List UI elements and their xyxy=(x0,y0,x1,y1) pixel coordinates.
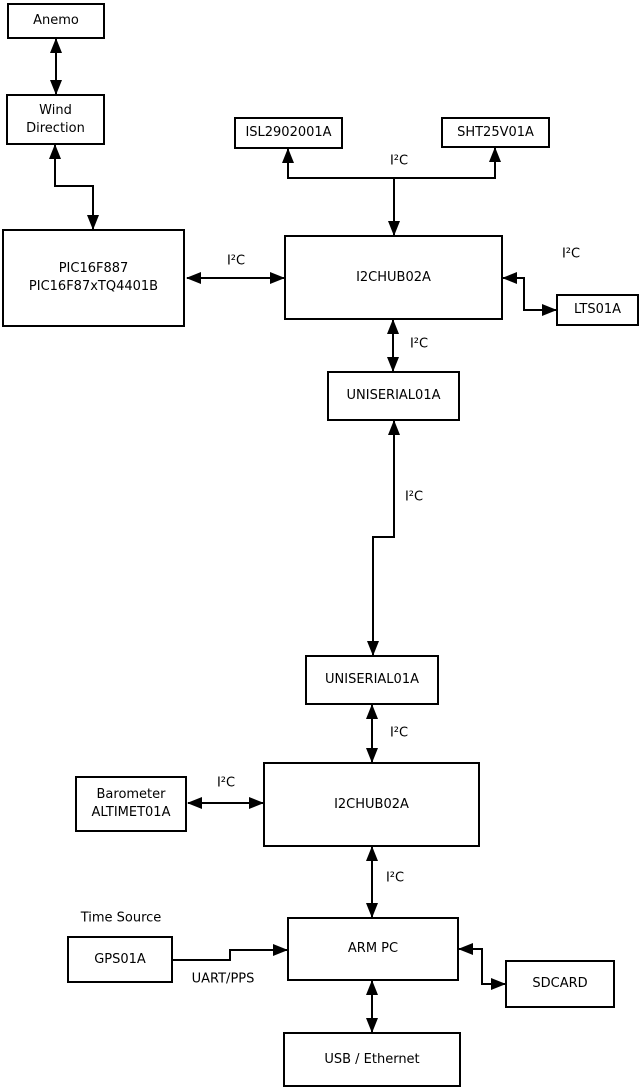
node-i2chub02a-upper: I2CHUB02A xyxy=(284,235,503,320)
label-i2c-hub-lts: I²C xyxy=(560,246,582,262)
edge-sensor-bus-isl-sht xyxy=(282,147,501,179)
node-arm-pc: ARM PC xyxy=(287,917,459,981)
node-sht25v01a-label: SHT25V01A xyxy=(457,124,534,140)
node-sht25v01a: SHT25V01A xyxy=(441,117,550,148)
node-isl2902001a: ISL2902001A xyxy=(234,117,343,149)
node-usb-ethernet: USB / Ethernet xyxy=(283,1032,461,1087)
node-i2chub02a-lower-label: I2CHUB02A xyxy=(334,796,409,812)
edge-wind-direction-pic xyxy=(49,144,99,230)
node-uniserial01a-lower-label: UNISERIAL01A xyxy=(325,672,419,688)
node-i2chub02a-upper-label: I2CHUB02A xyxy=(356,269,431,285)
node-anemo-label: Anemo xyxy=(33,13,79,29)
node-uniserial01a-lower: UNISERIAL01A xyxy=(305,655,439,705)
label-i2c-sensor-bus: I²C xyxy=(388,153,410,169)
node-wind-direction: Wind Direction xyxy=(6,94,105,145)
node-pic16f887: PIC16F887 PIC16F87xTQ4401B xyxy=(2,229,185,327)
label-i2c-uniserial-link: I²C xyxy=(403,489,425,505)
label-i2c-uniserial-hub-lower: I²C xyxy=(388,725,410,741)
node-barometer-altimet01a-label: Barometer ALTIMET01A xyxy=(91,787,171,820)
node-anemo: Anemo xyxy=(7,3,105,39)
edge-uniserial-upper-uniserial-lower xyxy=(367,420,400,656)
node-uniserial01a-upper-label: UNISERIAL01A xyxy=(346,388,441,404)
node-barometer-altimet01a: Barometer ALTIMET01A xyxy=(75,776,187,832)
node-lts01a: LTS01A xyxy=(556,294,639,326)
node-uniserial01a-upper: UNISERIAL01A xyxy=(327,371,460,421)
node-sdcard: SDCARD xyxy=(505,960,615,1008)
node-lts01a-label: LTS01A xyxy=(573,302,622,318)
node-usb-ethernet-label: USB / Ethernet xyxy=(324,1051,420,1067)
node-isl2902001a-label: ISL2902001A xyxy=(245,125,332,141)
node-i2chub02a-lower: I2CHUB02A xyxy=(263,762,480,847)
label-uart-pps: UART/PPS xyxy=(190,971,256,987)
node-gps01a: GPS01A xyxy=(67,936,173,983)
node-wind-direction-label: Wind Direction xyxy=(26,102,85,136)
label-i2c-barometer-hub: I²C xyxy=(215,775,237,791)
label-i2c-hub-uniserial-upper: I²C xyxy=(408,336,430,352)
label-i2c-pic-hub: I²C xyxy=(225,253,247,269)
node-arm-pc-label: ARM PC xyxy=(347,941,399,957)
label-time-source: Time Source xyxy=(79,910,163,926)
node-gps01a-label: GPS01A xyxy=(94,951,146,967)
label-i2c-hub-armpc: I²C xyxy=(384,870,406,886)
edge-armpc-sdcard xyxy=(458,943,506,990)
node-pic16f887-label: PIC16F887 PIC16F87xTQ4401B xyxy=(28,261,159,294)
edge-i2chub-upper-lts xyxy=(502,272,557,316)
edge-gps-armpc xyxy=(173,944,288,961)
node-sdcard-label: SDCARD xyxy=(532,976,588,992)
